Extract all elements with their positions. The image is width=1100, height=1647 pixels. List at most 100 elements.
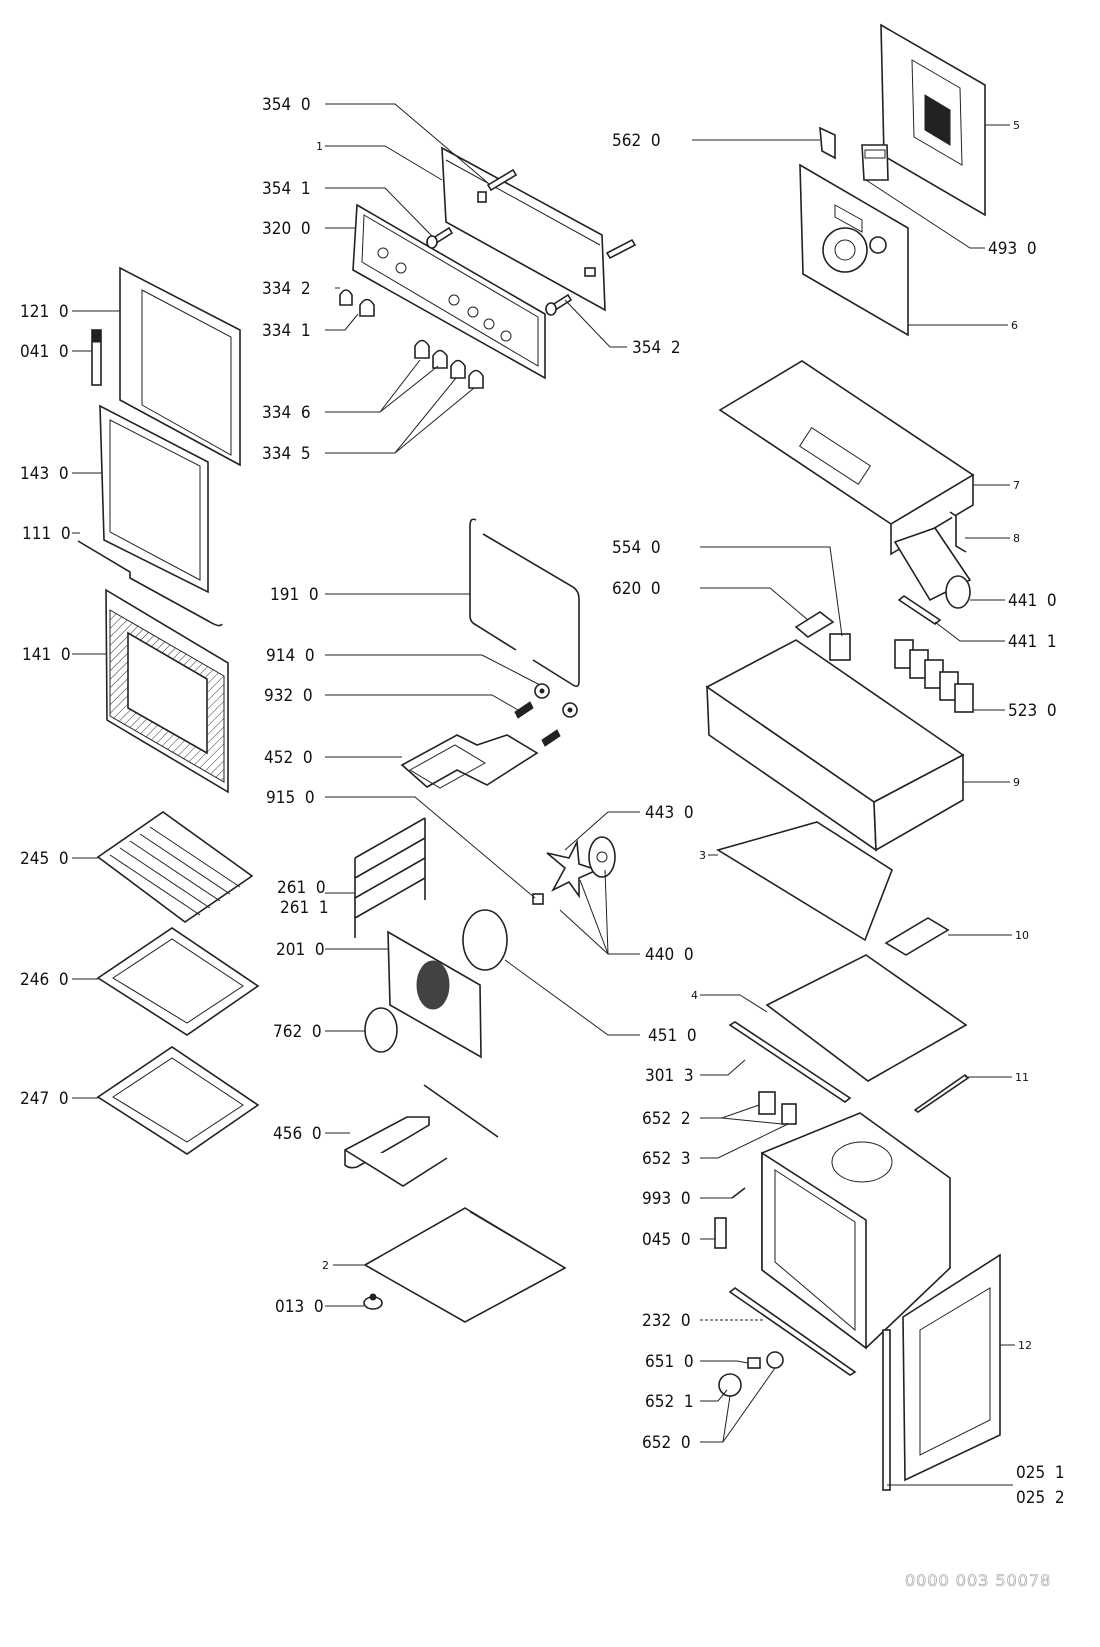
label-2: 2	[322, 1259, 329, 1272]
front-trim-232	[728, 1287, 857, 1376]
label-6: 6	[1011, 319, 1018, 332]
label-301-3: 301 3	[645, 1066, 694, 1086]
label-452-0: 452 0	[264, 748, 313, 768]
bracket-10	[884, 917, 950, 956]
label-261-1: 261 1	[280, 898, 329, 918]
label-456-0: 456 0	[273, 1124, 322, 1144]
label-111-0: 111 0	[22, 524, 71, 544]
bracket-8	[949, 511, 967, 553]
label-651-0: 651 0	[645, 1352, 694, 1372]
knobs-large	[414, 339, 484, 389]
screw-993	[731, 1187, 746, 1199]
rear-cover-panel	[880, 23, 986, 217]
label-10: 10	[1015, 929, 1029, 942]
lamp-cover-652-1	[718, 1373, 742, 1397]
switch-620	[794, 611, 835, 638]
wire-shelf-245	[96, 811, 254, 923]
grill-element-452	[400, 734, 539, 789]
label-9: 9	[1013, 776, 1020, 789]
door-outer-glass-141	[105, 588, 229, 794]
light-socket-652-2	[758, 1091, 797, 1125]
latch-045	[714, 1217, 727, 1249]
knobs-small	[339, 289, 375, 317]
label-045-0: 045 0	[642, 1230, 691, 1250]
label-652-0: 652 0	[642, 1433, 691, 1453]
control-panel-bracket	[441, 146, 606, 312]
label-191-0: 191 0	[270, 585, 319, 605]
rail-301-3	[728, 1021, 852, 1103]
transformer-493	[861, 144, 889, 181]
top-cover-7	[718, 360, 975, 556]
cover-plate-762	[364, 1007, 398, 1053]
label-334-5: 334 5	[262, 444, 311, 464]
label-620-0: 620 0	[612, 579, 661, 599]
label-1: 1	[316, 140, 323, 153]
label-4: 4	[691, 989, 698, 1002]
label-7: 7	[1013, 479, 1020, 492]
label-493-0: 493 0	[988, 239, 1037, 259]
shaft-extension-354-1	[426, 226, 454, 249]
drip-pan-247	[96, 1046, 260, 1155]
label-246-0: 246 0	[20, 970, 69, 990]
rear-panel-6	[799, 163, 909, 337]
side-rack-261	[354, 817, 426, 938]
label-261-0: 261 0	[277, 878, 326, 898]
label-354-1: 354 1	[262, 179, 311, 199]
label-354-2: 354 2	[632, 338, 681, 358]
label-5: 5	[1013, 119, 1020, 132]
spacer-915	[532, 893, 544, 905]
lamp-holder-652-0	[766, 1351, 784, 1369]
label-013-0: 013 0	[275, 1297, 324, 1317]
door-inner-frame-121	[119, 266, 241, 467]
shaft-extension-354-2	[545, 238, 637, 316]
door-seal-191	[469, 518, 580, 688]
label-121-0: 121 0	[20, 302, 69, 322]
control-panel-fascia	[352, 203, 546, 380]
leader-lines	[72, 103, 1015, 1486]
baking-tray-246	[96, 927, 260, 1036]
hinge-041	[91, 329, 102, 386]
part-labels: 354 0 1 354 1 320 0 334 2 334 1 354 2 33…	[20, 95, 1065, 1508]
label-041-0: 041 0	[20, 342, 69, 362]
label-932-0: 932 0	[264, 686, 313, 706]
label-12: 12	[1018, 1339, 1032, 1352]
label-915-0: 915 0	[266, 788, 315, 808]
label-320-0: 320 0	[262, 219, 311, 239]
fan-cover-201	[387, 930, 482, 1059]
label-451-0: 451 0	[648, 1026, 697, 1046]
label-762-0: 762 0	[273, 1022, 322, 1042]
label-143-0: 143 0	[20, 464, 69, 484]
lower-element-456	[344, 1084, 499, 1187]
label-523-0: 523 0	[1008, 701, 1057, 721]
label-993-0: 993 0	[642, 1189, 691, 1209]
label-914-0: 914 0	[266, 646, 315, 666]
terminal-block-441-1	[897, 595, 942, 625]
shaft-extension-354-0	[486, 168, 518, 192]
label-334-1: 334 1	[262, 321, 311, 341]
label-334-2: 334 2	[262, 279, 311, 299]
label-354-0: 354 0	[262, 95, 311, 115]
label-11: 11	[1015, 1071, 1029, 1084]
circular-element-451	[462, 909, 508, 971]
label-554-0: 554 0	[612, 538, 661, 558]
control-housing-9	[705, 639, 965, 852]
label-141-0: 141 0	[22, 645, 71, 665]
label-441-0: 441 0	[1008, 591, 1057, 611]
label-245-0: 245 0	[20, 849, 69, 869]
relay-554	[829, 633, 851, 661]
label-3: 3	[699, 849, 706, 862]
label-441-1: 441 1	[1008, 632, 1057, 652]
door-frame-12	[902, 1253, 1001, 1482]
fan-motor-440	[588, 836, 616, 878]
door-handle-111	[77, 540, 223, 627]
label-247-0: 247 0	[20, 1089, 69, 1109]
foot-013	[363, 1293, 383, 1310]
label-652-2: 652 2	[642, 1109, 691, 1129]
top-plate-4	[765, 954, 968, 1082]
label-652-1: 652 1	[645, 1392, 694, 1412]
nut-914	[534, 683, 578, 718]
tangential-fan-441	[893, 527, 972, 609]
rail-11	[913, 1073, 970, 1113]
label-652-3: 652 3	[642, 1149, 691, 1169]
label-232-0: 232 0	[642, 1311, 691, 1331]
